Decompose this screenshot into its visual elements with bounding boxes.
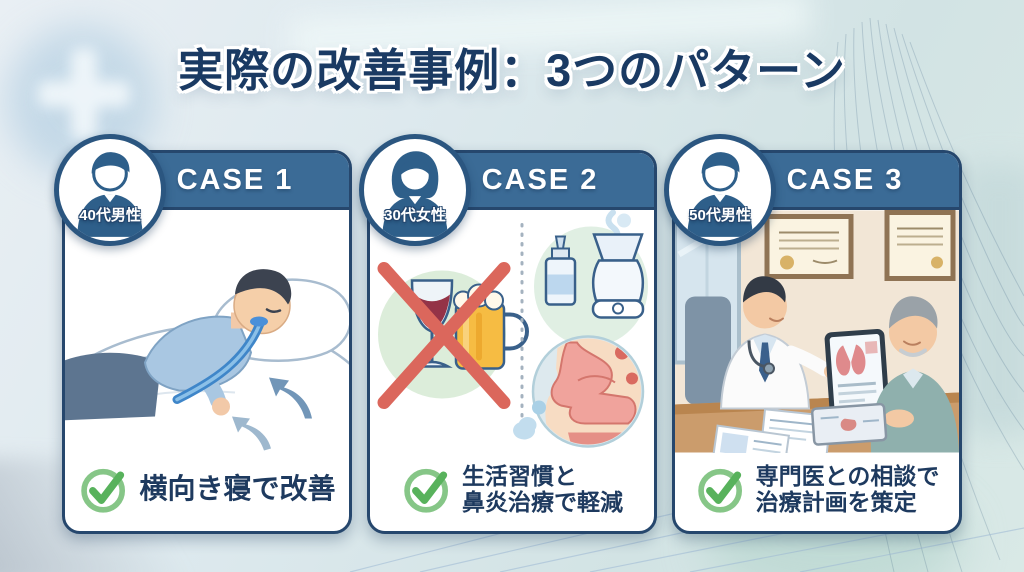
case-1-card: CASE 1 (54, 134, 352, 534)
case-1-caption-text: 横向き寝で改善 (139, 472, 336, 504)
case-2-card: CASE 2 (359, 134, 657, 534)
pants-shape (65, 352, 161, 421)
upward-arrow-icon (232, 416, 271, 451)
male-avatar-icon (687, 152, 753, 237)
no-alcohol-and-nasal-treatment-illustration (370, 210, 654, 453)
prohibition-x-icon (377, 262, 511, 409)
blurred-door-decoration (960, 165, 1024, 435)
case-3-caption-text: 専門医との相談で 治療計画を策定 (755, 462, 940, 515)
case-3-header-label: CASE 3 (786, 163, 904, 196)
case-3-persona-label: 50代男性 (689, 207, 751, 224)
lifestyle-treatment-illustration (377, 210, 648, 448)
case-3-card: CASE 3 (664, 134, 962, 534)
doctor-figure (719, 276, 838, 410)
case-1-persona-label: 40代男性 (79, 207, 141, 224)
nasal-treatment-group (513, 210, 648, 448)
nasal-passage-icon (513, 335, 645, 448)
case-3-avatar-badge: 50代男性 (664, 134, 776, 246)
case-2-avatar-badge: 30代女性 (359, 134, 471, 246)
doctor-consultation-with-tablet-illustration (675, 210, 959, 453)
case-2-caption-text: 生活習慣と 鼻炎治療で軽減 (462, 462, 623, 515)
tablet-with-lung-scan (824, 328, 890, 417)
male-avatar-icon (77, 152, 143, 237)
hair-shape (235, 269, 292, 305)
documents-on-desk (711, 402, 888, 453)
case-2-header-label: CASE 2 (481, 163, 599, 196)
man-sleeping-on-side-with-cpap-illustration (65, 210, 349, 453)
doctor-consultation-illustration (675, 210, 959, 453)
office-chair (685, 296, 731, 405)
sleeping-man-illustration (65, 269, 349, 453)
medical-cross-icon (38, 48, 130, 140)
green-check-circle-icon (404, 468, 449, 513)
patient-figure (870, 296, 959, 453)
humidifier-icon (591, 210, 645, 319)
case-1-caption: 横向き寝で改善 (65, 447, 349, 531)
no-alcohol-group (377, 262, 529, 409)
case-1-header-label: CASE 1 (176, 163, 294, 196)
case-2-caption: 生活習慣と 鼻炎治療で軽減 (370, 447, 654, 531)
green-check-circle-icon (697, 468, 742, 513)
case-2-persona-label: 30代女性 (384, 207, 446, 224)
page-title: 実際の改善事例：3つのパターン (178, 45, 846, 96)
case-3-caption: 専門医との相談で 治療計画を策定 (675, 447, 959, 531)
female-avatar-icon (382, 151, 448, 237)
certificate-frames (764, 210, 956, 281)
upward-arrow-icon (269, 377, 312, 419)
case-1-avatar-badge: 40代男性 (54, 134, 166, 246)
green-check-circle-icon (81, 468, 126, 513)
nasal-spray-icon (544, 235, 577, 306)
